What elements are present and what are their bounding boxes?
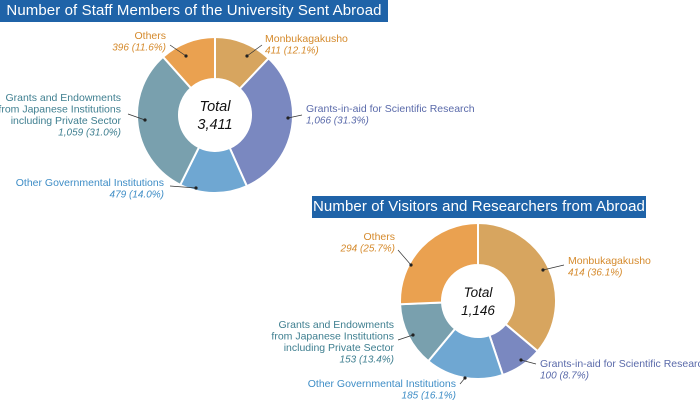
slice-name: including Private Sector: [284, 342, 395, 354]
leader-dot: [409, 263, 413, 267]
leader-dot: [463, 376, 467, 380]
leader-line: [169, 44, 187, 57]
slice-value: 1,059 (31.0%): [58, 128, 121, 139]
chart-1-slice-grants-in-aid: [228, 56, 294, 188]
chart-1-title: Number of Staff Members of the Universit…: [0, 0, 388, 22]
slice-name: Others: [134, 30, 166, 42]
slice-value: 411 (12.1%): [265, 46, 319, 57]
leader-dot: [411, 333, 415, 337]
chart-1-total-value: 3,411: [197, 117, 232, 133]
leader-dot: [519, 358, 523, 362]
slice-value: 1,066 (31.3%): [306, 116, 369, 127]
slice-name: Monbukagakusho: [265, 33, 348, 45]
leader-dot: [143, 118, 147, 122]
slice-name: Grants and Endowments: [278, 319, 394, 331]
chart-1-label-grants-in-aid: Grants-in-aid for Scientific Research1,0…: [286, 103, 475, 127]
leader-dot: [194, 186, 198, 190]
chart-2-title: Number of Visitors and Researchers from …: [312, 196, 646, 218]
chart-2-slice-monbukagakusho: [477, 221, 557, 353]
leader-line: [520, 359, 537, 365]
leader-line: [397, 334, 414, 341]
slice-name: Other Governmental Institutions: [308, 378, 456, 390]
slice-name: including Private Sector: [11, 115, 122, 127]
slice-value: 396 (11.6%): [112, 43, 166, 54]
leader-line: [169, 185, 197, 189]
chart-1-slice-others: [161, 35, 216, 90]
leader-line: [246, 44, 263, 57]
slice-name: from Japanese Institutions: [0, 104, 121, 116]
chart-2-slice-others: [399, 221, 479, 306]
leader-dot: [245, 54, 249, 58]
chart-1-total-label: Total: [200, 99, 232, 115]
chart-2-total-label: Total: [464, 285, 494, 300]
leader-dot: [184, 54, 188, 58]
chart-2-total-value: 1,146: [461, 303, 495, 318]
slice-name: Other Governmental Institutions: [16, 177, 164, 189]
chart-2-label-grants-in-aid: Grants-in-aid for Scientific Research100…: [519, 358, 700, 382]
slice-name: from Japanese Institutions: [271, 331, 394, 343]
slice-name: Grants and Endowments: [5, 92, 121, 104]
leader-line: [127, 113, 146, 121]
slice-name: Grants-in-aid for Scientific Research: [540, 358, 700, 370]
leader-dot: [541, 268, 545, 272]
chart-2-donut: [399, 221, 557, 380]
leader-dot: [286, 116, 290, 120]
chart-1-donut: [136, 35, 294, 194]
slice-name: Others: [363, 231, 395, 243]
slice-value: 185 (16.1%): [402, 391, 456, 400]
slice-value: 414 (36.1%): [568, 268, 622, 279]
slice-value: 479 (14.0%): [110, 190, 164, 201]
leader-line: [542, 264, 565, 271]
slice-value: 294 (25.7%): [340, 244, 395, 255]
leader-line: [287, 114, 303, 119]
slice-value: 100 (8.7%): [540, 371, 589, 382]
slice-name: Grants-in-aid for Scientific Research: [306, 103, 475, 115]
slice-value: 153 (13.4%): [340, 355, 394, 366]
chart-1-slice-grants-endowments: [136, 55, 201, 187]
leader-line: [397, 249, 412, 266]
slice-name: Monbukagakusho: [568, 255, 651, 267]
